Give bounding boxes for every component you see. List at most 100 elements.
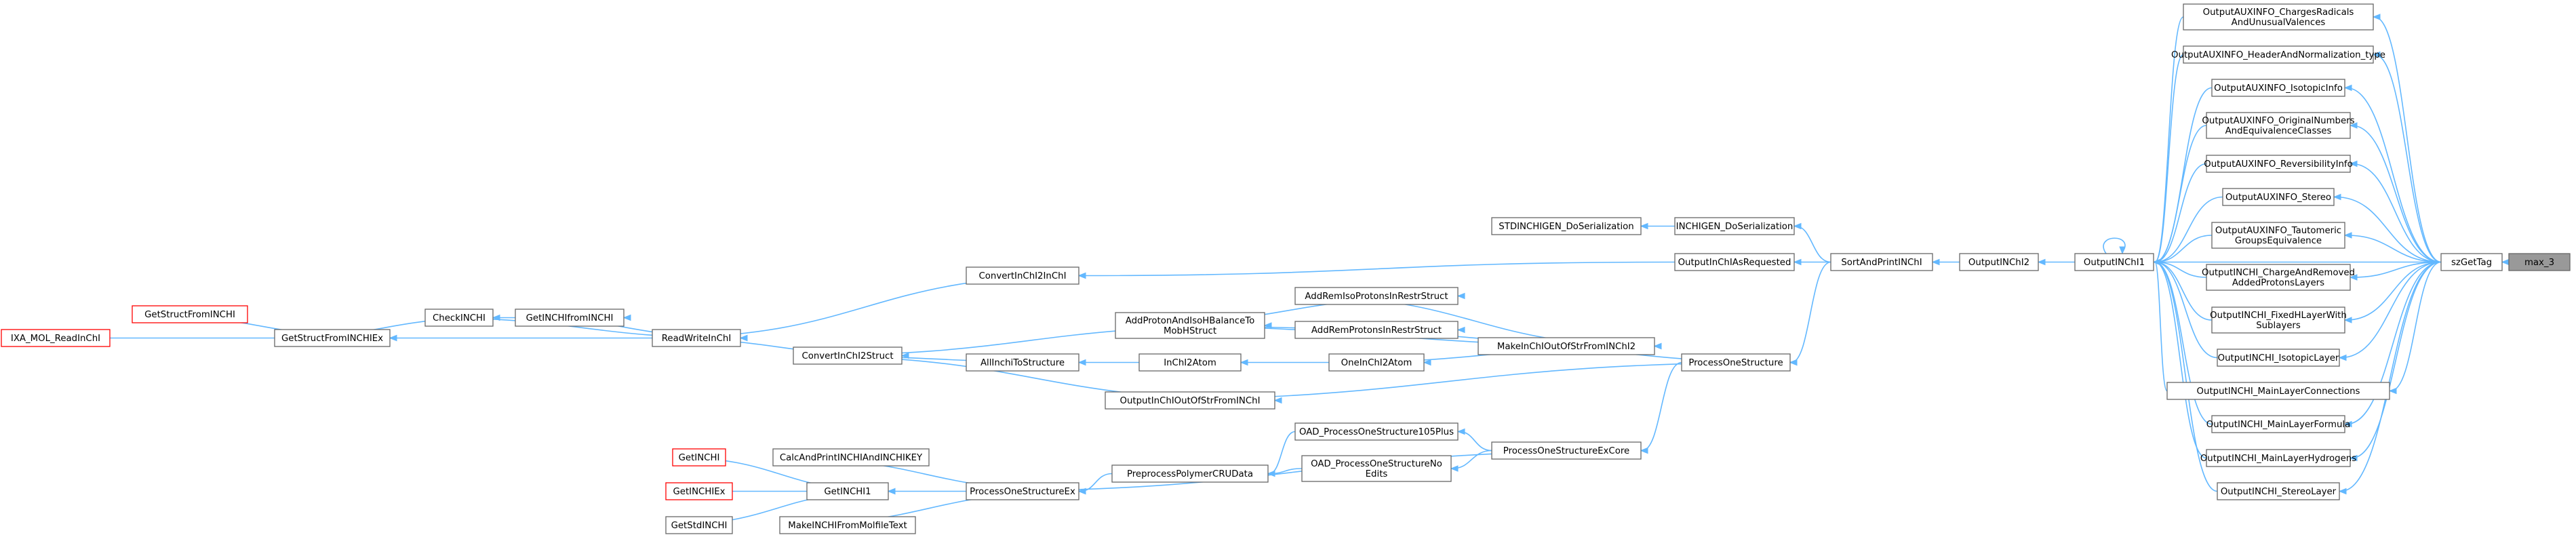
node-make-in-ch-iout-of-str-from-inch-i2[interactable]: MakeInChIOutOfStrFromINChI2: [1478, 337, 1655, 355]
node-inchigen-do-serialization[interactable]: INCHIGEN_DoSerialization: [1674, 217, 1795, 235]
edge-arrowhead: [1457, 326, 1465, 334]
edge-arrowhead: [2338, 488, 2347, 495]
edge-line: [1791, 261, 1831, 363]
node-inchi-main-hydrogens[interactable]: OutputINCHI_MainLayerHydrogens: [2200, 449, 2356, 467]
node-output-inch-i2[interactable]: OutputINChI2: [1959, 253, 2039, 271]
node-box: [1681, 353, 1791, 372]
node-label: ProcessOneStructure: [1688, 358, 1783, 368]
node-ixa-mol-read-in-ch-i[interactable]: IXA_MOL_ReadInChI: [1, 329, 111, 347]
edge-arrowhead: [389, 334, 397, 342]
node-label: OutputAUXINFO_HeaderAndNormalization_typ…: [2171, 50, 2385, 60]
node-inchi-charge[interactable]: OutputINCHI_ChargeAndRemovedAddedProtons…: [2202, 264, 2355, 291]
node-label: OutputINCHI_MainLayerHydrogens: [2200, 454, 2356, 464]
node-box: [2211, 222, 2345, 249]
node-box: [2440, 253, 2503, 271]
node-stdinchigen-do-serialization[interactable]: STDINCHIGEN_DoSerialization: [1491, 217, 1642, 235]
node-check-inchi[interactable]: CheckINCHI: [424, 309, 494, 327]
node-in-ch-i2-atom[interactable]: InChI2Atom: [1138, 353, 1242, 372]
node-get-inchiex[interactable]: GetINCHIEx: [665, 482, 733, 500]
node-aux-charges[interactable]: OutputAUXINFO_ChargesRadicalsAndUnusualV…: [2183, 3, 2374, 31]
node-aux-stereo[interactable]: OutputAUXINFO_Stereo: [2222, 188, 2335, 206]
node-label: OutputAUXINFO_ReversibilityInfo: [2204, 159, 2353, 170]
node-get-inchi1[interactable]: GetINCHI1: [806, 482, 889, 500]
node-add-rem-iso-protons[interactable]: AddRemIsoProtonsInRestrStruct: [1294, 287, 1459, 305]
node-label: OutputINChI1: [2084, 258, 2145, 268]
edge-aux-reversibility-to-sz-get-tag: [2349, 160, 2442, 263]
node-aux-tautomeric[interactable]: OutputAUXINFO_TautomericGroupsEquivalenc…: [2211, 222, 2345, 249]
node-get-std-inchi[interactable]: GetStdINCHI: [665, 516, 733, 534]
node-box: [2206, 112, 2351, 139]
node-aux-isotopic[interactable]: OutputAUXINFO_IsotopicInfo: [2211, 79, 2345, 97]
edge-line: [2374, 54, 2442, 263]
node-sort-and-print-inch-i[interactable]: SortAndPrintINChI: [1830, 253, 1933, 271]
node-box: [2222, 188, 2335, 206]
edge-line: [2154, 261, 2207, 278]
edge-aux-header-to-sz-get-tag: [2372, 51, 2442, 263]
node-aux-header[interactable]: OutputAUXINFO_HeaderAndNormalization_typ…: [2171, 45, 2385, 64]
edge-line: [2345, 261, 2442, 425]
node-label: GetINCHI1: [824, 487, 871, 497]
node-label: ConvertInChI2Struct: [801, 351, 893, 361]
edge-inchigen-do-serialization-to-sort-and-print-inch-i: [1793, 222, 1831, 263]
node-label: ProcessOneStructureEx: [970, 487, 1075, 497]
node-label: OutputINCHI_MainLayerConnections: [2197, 387, 2360, 397]
edge-output-inch-i1-to-inchi-main-hydrogens: [2152, 258, 2207, 459]
node-label: OutputINCHI_IsotopicLayer: [2218, 353, 2339, 363]
node-label: MakeInChIOutOfStrFromINChI2: [1497, 342, 1636, 352]
edge-arrowhead: [2372, 51, 2381, 58]
node-label: ProcessOneStructureExCore: [1503, 446, 1629, 456]
node-preprocess-polymer-crudata[interactable]: PreprocessPolymerCRUData: [1111, 464, 1269, 483]
node-get-struct-from-inchi[interactable]: GetStructFromINCHI: [132, 305, 248, 323]
node-get-inchifrom-inchi[interactable]: GetINCHIfromINCHI: [515, 309, 625, 327]
node-max-3[interactable]: max_3: [2508, 253, 2571, 271]
node-inchi-main-conn[interactable]: OutputINCHI_MainLayerConnections: [2166, 382, 2390, 400]
node-read-write-in-ch-i[interactable]: ReadWriteInChI: [652, 329, 741, 347]
node-output-in-ch-iout-of-str-from-inch-i[interactable]: OutputInChIOutOfStrFromINChI: [1105, 391, 1275, 410]
node-box: [2211, 79, 2345, 97]
edge-oad-105-plus-to-process-one-structure-ex-core: [1457, 428, 1492, 452]
node-one-in-ch-i2-atom[interactable]: OneInChI2Atom: [1328, 353, 1425, 372]
node-box: [2211, 306, 2345, 334]
node-convert-in-ch-i2-struct[interactable]: ConvertInChI2Struct: [793, 346, 903, 365]
node-add-rem-protons[interactable]: AddRemProtonsInRestrStruct: [1294, 321, 1459, 339]
node-convert-in-ch-i2-in-ch-i[interactable]: ConvertInChI2InChI: [966, 266, 1079, 285]
edge-arrowhead: [887, 488, 896, 495]
node-label: CheckINCHI: [433, 313, 486, 323]
edge-line: [1079, 261, 1676, 277]
node-box: [2211, 415, 2345, 433]
node-label: OutputAUXINFO_ChargesRadicals: [2203, 7, 2354, 18]
edge-output-inch-i1-to-sz-get-tag: [2152, 258, 2441, 266]
edge-arrowhead: [739, 334, 748, 342]
node-box: [2206, 264, 2351, 291]
edge-line: [2340, 261, 2442, 359]
node-oad-105-plus[interactable]: OAD_ProcessOneStructure105Plus: [1294, 422, 1459, 441]
edge-arrowhead: [1077, 272, 1086, 279]
node-output-in-ch-ias-requested[interactable]: OutputInChIAsRequested: [1674, 253, 1795, 271]
edge-line: [1795, 225, 1831, 263]
node-sz-get-tag[interactable]: szGetTag: [2440, 253, 2503, 271]
edge-aux-original-to-sz-get-tag: [2349, 122, 2442, 263]
edge-output-inch-i1-to-inchi-main-conn: [2152, 258, 2168, 392]
node-make-inchifrom-molfile-text[interactable]: MakeINCHIFromMolfileText: [779, 516, 916, 534]
edge-arrowhead: [1077, 488, 1086, 495]
node-inchi-isotopic[interactable]: OutputINCHI_IsotopicLayer: [2217, 349, 2340, 367]
node-aux-original[interactable]: OutputAUXINFO_OriginalNumbersAndEquivale…: [2202, 112, 2355, 139]
node-all-inchi-to-structure[interactable]: AllInchiToStructure: [966, 353, 1079, 372]
node-aux-reversibility[interactable]: OutputAUXINFO_ReversibilityInfo: [2204, 155, 2353, 173]
node-inchi-stereo[interactable]: OutputINCHI_StereoLayer: [2217, 482, 2340, 500]
node-inchi-main-formula[interactable]: OutputINCHI_MainLayerFormula: [2206, 415, 2351, 433]
node-process-one-structure[interactable]: ProcessOneStructure: [1681, 353, 1791, 372]
edge-arrowhead: [1931, 258, 1940, 266]
node-box: [1328, 353, 1425, 372]
node-process-one-structure-ex[interactable]: ProcessOneStructureEx: [966, 482, 1079, 500]
edge-arrowhead: [2343, 420, 2352, 428]
node-process-one-structure-ex-core[interactable]: ProcessOneStructureExCore: [1491, 441, 1642, 460]
node-get-inchi[interactable]: GetINCHI: [672, 448, 726, 467]
node-calc-and-print[interactable]: CalcAndPrintINCHIAndINCHIKEY: [772, 448, 930, 467]
node-get-struct-from-inchiex[interactable]: GetStructFromINCHIEx: [274, 329, 391, 347]
node-output-inch-i1[interactable]: OutputINChI1: [2074, 253, 2154, 271]
node-box: [424, 309, 494, 327]
